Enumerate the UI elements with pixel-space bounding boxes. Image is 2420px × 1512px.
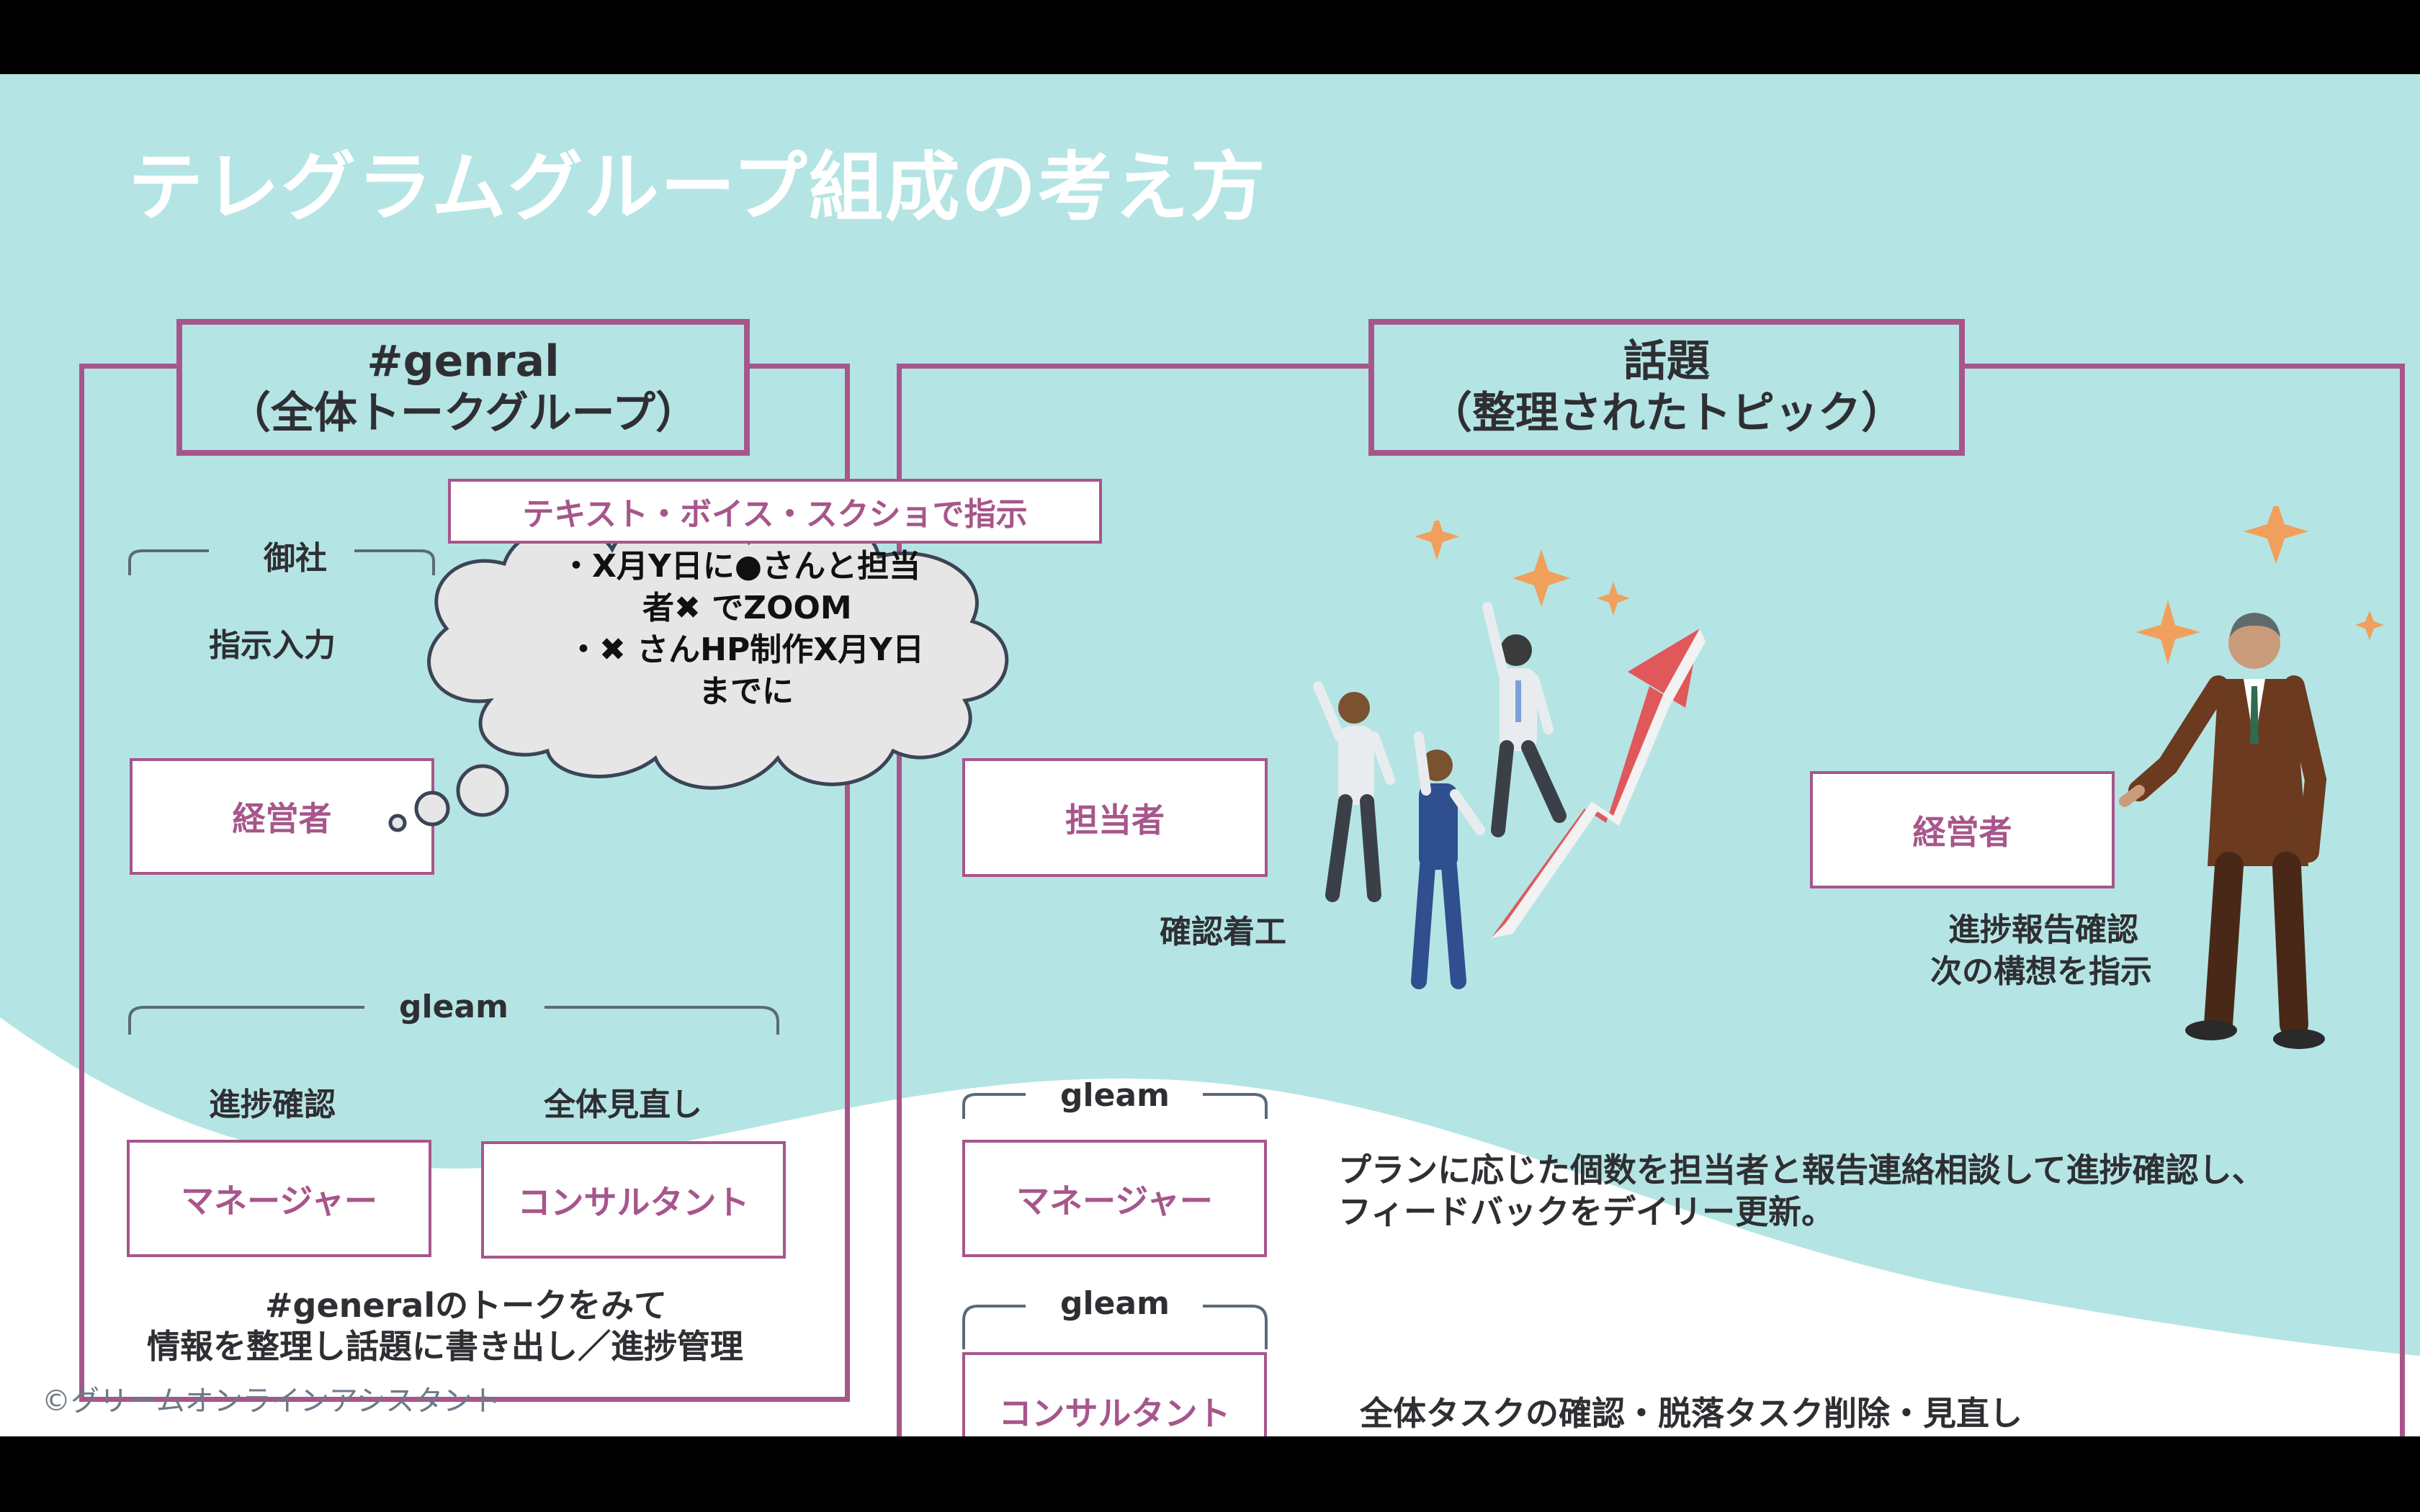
manager-note-line1: プランに応じた個数を担当者と報告連絡相談して進捗確認し、 — [1338, 1151, 2265, 1189]
left-header-line1: #genral — [367, 336, 560, 387]
right-executive-box: 経営者 — [1810, 771, 2115, 888]
gleam-label-right-2: gleam — [1060, 1285, 1170, 1322]
left-header-line2: （全体トークグループ） — [228, 388, 699, 438]
slide: テレグラムグループ組成の考え方 #genral （全体トークグループ） 御社 指… — [0, 74, 2420, 1436]
right-panel-header: 話題 （整理されたトピック） — [1368, 319, 1965, 456]
manager-note-line2: フィードバックをデイリー更新。 — [1338, 1192, 1835, 1231]
client-group-label: 御社 — [264, 540, 327, 577]
gleam-bracket-left — [128, 1006, 779, 1035]
review-label: 全体見直し — [544, 1086, 702, 1123]
right-header-line1: 話題 — [1623, 336, 1710, 387]
right-consultant-box: コンサルタント — [962, 1352, 1267, 1436]
gleam-label-right-1: gleam — [1060, 1077, 1170, 1114]
bubble-line-4: までに — [699, 673, 794, 710]
right-manager-box: マネージャー — [962, 1140, 1267, 1257]
gleam-bracket-right-1 — [962, 1093, 1268, 1119]
left-consultant-box: コンサルタント — [481, 1141, 786, 1259]
left-manager-box: マネージャー — [127, 1140, 431, 1257]
left-footer-line2: 情報を整理し話題に書き出し／進捗管理 — [147, 1327, 743, 1366]
instruction-label: 指示入力 — [209, 627, 336, 664]
left-panel-header: #genral （全体トークグループ） — [176, 319, 750, 456]
instruction-banner: テキスト・ボイス・スクショで指示 — [448, 479, 1102, 544]
page-title: テレグラムグループ組成の考え方 — [128, 143, 1267, 231]
gleam-bracket-right-2 — [962, 1305, 1268, 1349]
thought-cloud-icon — [388, 506, 1009, 832]
assignee-note: 確認着工 — [1160, 914, 1286, 950]
bubble-line-2: 者✖︎ でZOOM — [642, 590, 852, 626]
gleam-label-left: gleam — [399, 989, 508, 1025]
left-footer-line1: #generalのトークをみて — [265, 1286, 668, 1325]
assignee-box: 担当者 — [962, 758, 1268, 877]
client-bracket — [128, 549, 435, 575]
executive-illustration — [2119, 506, 2384, 1049]
left-executive-box: 経営者 — [130, 758, 434, 875]
executive-note-line2: 次の構想を指示 — [1930, 953, 2152, 990]
right-header-line2: （整理されたトピック） — [1429, 388, 1904, 438]
bubble-line-1: ・X月Y日に●さんと担当 — [560, 548, 921, 585]
consultant-note: 全体タスクの確認・脱落タスク削除・見直し — [1360, 1394, 2022, 1433]
executive-note-line1: 進捗報告確認 — [1948, 912, 2138, 948]
bubble-line-3: ・✖︎ さんHP制作X月Y日 — [568, 631, 925, 668]
progress-label: 進捗確認 — [209, 1086, 336, 1123]
copyright: ©グリームオンラインアシスタント — [42, 1385, 501, 1418]
team-celebration-illustration — [1313, 521, 1706, 989]
